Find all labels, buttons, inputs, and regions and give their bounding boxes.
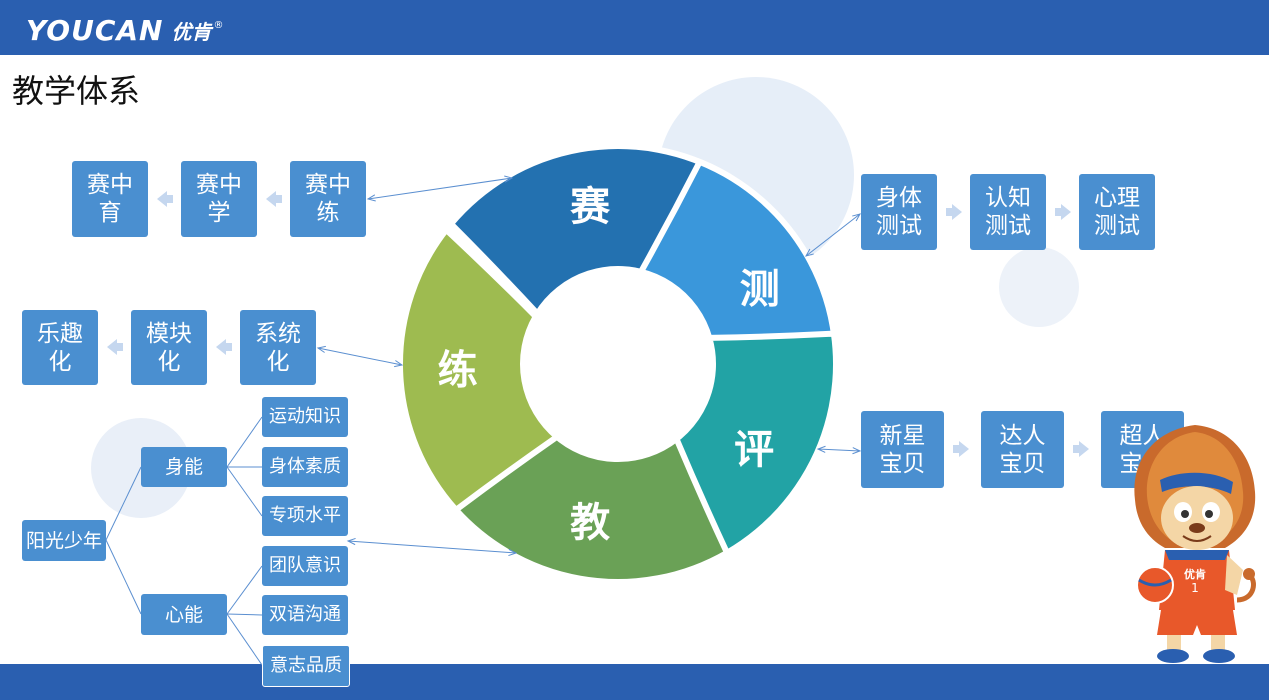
arrow-stem — [1055, 208, 1061, 216]
connector-ce-head-end — [804, 248, 814, 257]
arrow-left-icon — [107, 339, 117, 355]
connector-ping — [817, 448, 861, 452]
arrow-stem — [953, 445, 959, 453]
ping-chain-box-1: 新星 宝贝 — [861, 411, 944, 488]
footer-bar — [0, 664, 1269, 700]
arrow-stem — [946, 208, 952, 216]
arrow-right-icon — [952, 204, 962, 220]
cycle-label-0: 赛 — [570, 184, 611, 230]
tree-line — [226, 613, 263, 666]
tree-line — [226, 565, 263, 615]
lian-chain-box-2: 模块 化 — [131, 310, 207, 385]
connector-sai-head-end — [504, 175, 514, 183]
connector-sai-head-start — [366, 194, 376, 202]
connector-ce-head-start — [852, 213, 862, 222]
lian-chain-box-1: 乐趣 化 — [22, 310, 98, 385]
connector-lian — [317, 347, 403, 366]
lion-mascot-image: 优肯 1 — [1134, 425, 1256, 663]
tree-leaf-box: 身体素质 — [262, 447, 348, 487]
arrow-right-icon — [1079, 441, 1089, 457]
sai-chain-box-2: 赛中 学 — [181, 161, 257, 237]
lian-chain-box-3: 系统 化 — [240, 310, 316, 385]
arrow-stem — [1073, 445, 1079, 453]
cycle-label-1: 测 — [740, 267, 780, 313]
svg-text:1: 1 — [1191, 581, 1199, 595]
arrow-right-icon — [959, 441, 969, 457]
tree-leaf-box: 专项水平 — [262, 496, 348, 536]
tree-line — [226, 613, 263, 616]
ce-chain-box-1: 身体 测试 — [861, 174, 937, 250]
connector-ce — [805, 213, 861, 257]
connector-lian-head-end — [394, 360, 404, 368]
arrow-stem — [226, 343, 232, 351]
sai-chain-box-1: 赛中 育 — [72, 161, 148, 237]
arrow-right-icon — [1061, 204, 1071, 220]
connector-ping-head-start — [852, 447, 862, 455]
cycle-label-2: 评 — [734, 427, 774, 473]
tree-branch-box-1: 身能 — [141, 447, 227, 487]
svg-text:优肯: 优肯 — [1184, 567, 1206, 581]
arrow-stem — [167, 195, 173, 203]
page-title: 教学体系 — [12, 72, 141, 110]
cycle-segment-4 — [397, 225, 562, 514]
tree-leaf-box: 双语沟通 — [262, 595, 348, 635]
connector-ping-head-end — [816, 445, 826, 453]
tree-line — [105, 539, 142, 615]
connector-jiao — [347, 540, 517, 554]
arrow-left-icon — [216, 339, 226, 355]
tree-leaf-box: 意志品质 — [262, 645, 350, 687]
arrow-stem — [117, 343, 123, 351]
connector-jiao-head-start — [346, 537, 356, 546]
header-bar — [0, 0, 1269, 55]
ce-chain-box-3: 心理 测试 — [1079, 174, 1155, 250]
logo-cn: 优肯 — [171, 19, 212, 44]
cycle-label-4: 练 — [438, 348, 478, 394]
ping-chain-box-2: 达人 宝贝 — [981, 411, 1064, 488]
arrow-stem — [276, 195, 282, 203]
connector-sai — [367, 177, 513, 200]
tree-root-box: 阳光少年 — [22, 520, 106, 561]
tree-line — [226, 466, 263, 517]
youcan-logo: YOUCAN 优肯 ® — [26, 12, 223, 48]
sai-chain-box-3: 赛中 练 — [290, 161, 366, 237]
cycle-label-3: 教 — [570, 500, 610, 546]
logo-registered: ® — [213, 19, 224, 31]
deco-circle-small — [999, 247, 1079, 327]
arrow-left-icon — [266, 191, 276, 207]
tree-leaf-box: 运动知识 — [262, 397, 348, 437]
connector-lian-head-start — [316, 345, 326, 353]
tree-branch-box-2: 心能 — [141, 594, 227, 635]
connector-jiao-head-end — [508, 548, 518, 557]
tree-line — [226, 416, 263, 468]
logo-text: YOUCAN — [26, 13, 164, 47]
tree-leaf-box: 团队意识 — [262, 546, 348, 586]
tree-line — [105, 466, 142, 541]
arrow-left-icon — [157, 191, 167, 207]
ce-chain-box-2: 认知 测试 — [970, 174, 1046, 250]
